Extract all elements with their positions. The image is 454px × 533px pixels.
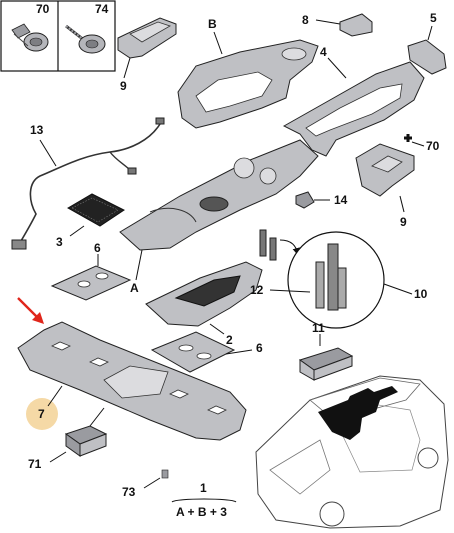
- assembly-formula: 1 A + B + 3: [171, 481, 237, 519]
- callout-6-top: 6: [94, 241, 101, 255]
- callout-B: B: [208, 17, 217, 31]
- pad-6-top: 6: [50, 241, 132, 301]
- callout-12: 12: [250, 283, 264, 297]
- pad-6-mid: 6: [150, 331, 263, 373]
- callout-10: 10: [414, 287, 428, 301]
- inset-label-70: 70: [36, 2, 50, 16]
- socket-parts: [259, 229, 301, 261]
- plus-marker-icon: 70: [404, 134, 440, 153]
- callout-73: 73: [122, 485, 136, 499]
- clip-73: 73: [122, 469, 169, 499]
- callout-8: 8: [302, 13, 309, 27]
- fastener-inset: 70 74: [0, 0, 116, 72]
- inset-label-74: 74: [95, 2, 109, 16]
- floor-trim-7: 7: [17, 297, 247, 441]
- callout-71: 71: [28, 457, 42, 471]
- harness-13: 13: [11, 117, 165, 250]
- tray-2: 2: [145, 261, 263, 347]
- callout-14: 14: [334, 193, 348, 207]
- callout-70: 70: [426, 139, 440, 153]
- clip-14: 14: [295, 191, 348, 209]
- callout-1: 1: [200, 481, 207, 495]
- callout-6-mid: 6: [256, 341, 263, 355]
- highlight-badge-7: [26, 398, 58, 430]
- assembly-formula-text: A + B + 3: [176, 505, 227, 519]
- callout-group-12: 12: [250, 283, 311, 297]
- cap-5: 5: [407, 11, 447, 75]
- red-pointer-arrow-icon: [17, 297, 44, 324]
- vehicle-outline: [255, 375, 449, 529]
- bracket-9-right: 9: [355, 143, 415, 229]
- detail-circle-10: 10: [287, 231, 428, 329]
- callout-9-top: 9: [120, 79, 127, 93]
- box-11: 11: [298, 321, 354, 381]
- callout-9-right: 9: [400, 215, 407, 229]
- block-71: 71: [28, 407, 108, 471]
- callout-13: 13: [30, 123, 44, 137]
- console-A: A: [119, 139, 319, 295]
- frame-tray-B: B: [177, 17, 319, 129]
- callout-11: 11: [312, 321, 325, 335]
- upper-trim-4: 4: [282, 45, 425, 157]
- callout-A: A: [130, 281, 139, 295]
- screw-icon: [11, 23, 49, 52]
- net-3: 3: [56, 193, 125, 249]
- callout-2: 2: [226, 333, 233, 347]
- callout-3: 3: [56, 235, 63, 249]
- callout-4: 4: [320, 45, 327, 59]
- bracket-9-top: 9: [117, 17, 177, 93]
- clip-8: 8: [302, 13, 373, 37]
- callout-7: 7: [38, 407, 45, 421]
- screw-icon: [65, 24, 106, 54]
- callout-5: 5: [430, 11, 437, 25]
